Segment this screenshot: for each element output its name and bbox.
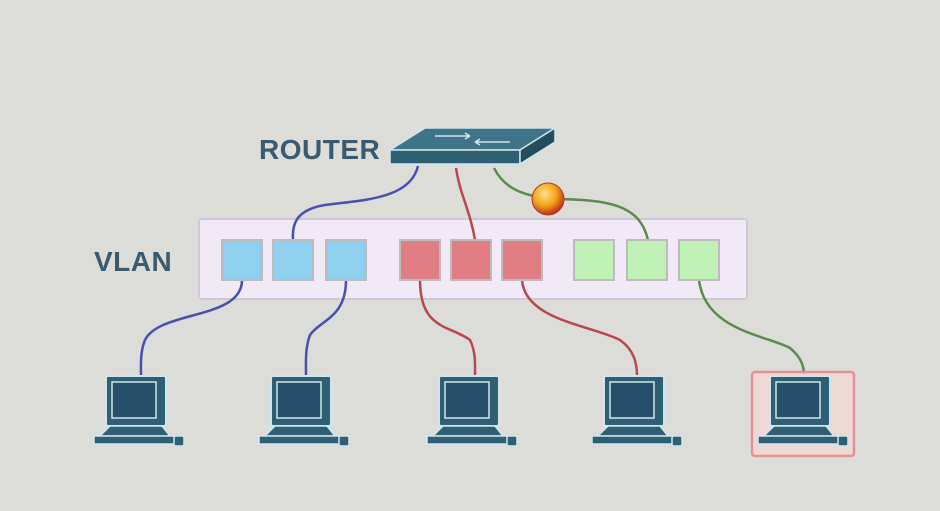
computer-icon-1 [93, 375, 185, 447]
link-port9-pc5 [697, 279, 806, 377]
vlan-port-red-2 [450, 239, 492, 281]
computer-icon-5-highlighted [750, 370, 856, 458]
vlan-label: VLAN [94, 246, 173, 277]
computer-icon-4 [591, 375, 683, 447]
vlan-port-red-1 [399, 239, 441, 281]
router-link-blue [291, 165, 420, 241]
vlan-port-blue-3 [325, 239, 367, 281]
link-port4-pc3 [418, 279, 477, 377]
vlan-port-green-1 [573, 239, 615, 281]
packet-ball-icon [531, 182, 565, 216]
computer-icon-3 [426, 375, 518, 447]
link-port6-pc4 [520, 279, 639, 377]
link-port3-pc2 [304, 279, 348, 377]
router-icon [387, 126, 558, 166]
link-port1-pc1 [139, 279, 244, 377]
router-link-red [454, 167, 477, 241]
vlan-port-green-3 [678, 239, 720, 281]
vlan-port-green-2 [626, 239, 668, 281]
vlan-port-blue-2 [272, 239, 314, 281]
vlan-port-red-3 [501, 239, 543, 281]
router-label: ROUTER [259, 134, 381, 165]
vlan-port-blue-1 [221, 239, 263, 281]
computer-icon-2 [258, 375, 350, 447]
